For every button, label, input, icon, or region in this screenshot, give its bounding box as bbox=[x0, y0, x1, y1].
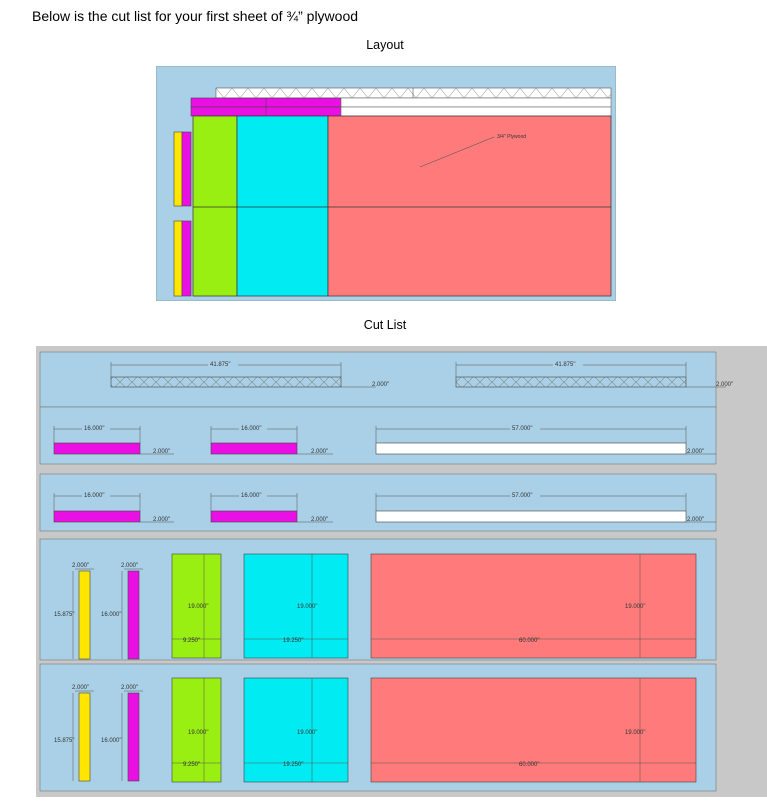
dim-label: 16.000" bbox=[241, 493, 261, 499]
dim-label: 19.000" bbox=[188, 730, 208, 736]
dim-label: 16.000" bbox=[101, 612, 121, 618]
dim-label: 60.000" bbox=[519, 762, 539, 768]
hatched-piece bbox=[110, 376, 687, 388]
dim-label: 9.250" bbox=[183, 762, 200, 768]
dim-label: 19.000" bbox=[297, 730, 317, 736]
dim-label: 57.000" bbox=[512, 493, 532, 499]
yellow-piece bbox=[78, 570, 91, 660]
dim-label: 19.250" bbox=[283, 762, 303, 768]
dim-label: 2.000" bbox=[72, 563, 89, 569]
cyan-piece bbox=[243, 677, 349, 783]
dim-label: 19.000" bbox=[625, 604, 645, 610]
dim-label: 2.000" bbox=[121, 685, 138, 691]
green-piece bbox=[171, 553, 222, 659]
layout-plywood-label: 3/4" Plywood bbox=[497, 134, 526, 140]
layout-diagram: 3/4" Plywood bbox=[156, 66, 616, 301]
dim-label: 19.000" bbox=[625, 730, 645, 736]
dim-label: 16.000" bbox=[84, 493, 104, 499]
cutlist-row-2 bbox=[39, 406, 717, 465]
layout-green-piece bbox=[192, 115, 238, 297]
dim-label: 15.875" bbox=[54, 738, 74, 744]
dim-label: 19.250" bbox=[283, 638, 303, 644]
layout-yellow-piece bbox=[173, 131, 183, 207]
dim-label: 2.000" bbox=[716, 382, 733, 388]
layout-yellow-piece bbox=[173, 220, 183, 297]
dim-label: 19.000" bbox=[188, 604, 208, 610]
dim-label: 57.000" bbox=[512, 426, 532, 432]
magenta-piece bbox=[127, 570, 140, 660]
magenta-piece bbox=[127, 692, 140, 782]
dim-label: 2.000" bbox=[372, 382, 389, 388]
layout-hatched-strip bbox=[215, 87, 612, 99]
dim-label: 2.000" bbox=[687, 449, 704, 455]
dim-label: 2.000" bbox=[311, 517, 328, 523]
cutlist-diagram: 41.875" 41.875" 2.000" 2.000" 16.000" 16… bbox=[36, 346, 767, 797]
white-piece bbox=[375, 442, 687, 455]
salmon-piece bbox=[370, 677, 697, 783]
layout-salmon-piece bbox=[327, 115, 612, 297]
dim-label: 2.000" bbox=[153, 517, 170, 523]
dim-label: 41.875" bbox=[555, 362, 575, 368]
dim-label: 2.000" bbox=[687, 517, 704, 523]
cyan-piece bbox=[243, 553, 349, 659]
dim-label: 60.000" bbox=[519, 638, 539, 644]
green-piece bbox=[171, 677, 222, 783]
dim-label: 41.875" bbox=[210, 362, 230, 368]
layout-cyan-piece bbox=[236, 115, 329, 297]
cutlist-row-3 bbox=[39, 473, 717, 532]
dim-label: 16.000" bbox=[84, 426, 104, 432]
dim-label: 16.000" bbox=[101, 738, 121, 744]
layout-white-strip bbox=[340, 106, 612, 117]
magenta-piece bbox=[53, 442, 141, 455]
page-heading: Below is the cut list for your first she… bbox=[32, 8, 359, 24]
dim-label: 2.000" bbox=[311, 449, 328, 455]
layout-magenta-piece bbox=[181, 220, 192, 297]
salmon-piece bbox=[370, 553, 697, 659]
cutlist-title: Cut List bbox=[363, 318, 407, 332]
dim-label: 9.250" bbox=[183, 638, 200, 644]
white-piece bbox=[375, 510, 687, 523]
magenta-piece bbox=[53, 510, 141, 523]
dim-label: 2.000" bbox=[153, 449, 170, 455]
yellow-piece bbox=[78, 692, 91, 782]
dim-label: 19.000" bbox=[297, 604, 317, 610]
layout-title: Layout bbox=[366, 38, 404, 52]
dim-label: 16.000" bbox=[241, 426, 261, 432]
layout-white-strip bbox=[340, 97, 612, 108]
magenta-piece bbox=[210, 442, 298, 455]
layout-magenta-piece bbox=[181, 131, 192, 207]
magenta-piece bbox=[210, 510, 298, 523]
dim-label: 15.875" bbox=[54, 612, 74, 618]
dim-label: 2.000" bbox=[121, 563, 138, 569]
dim-label: 2.000" bbox=[72, 685, 89, 691]
